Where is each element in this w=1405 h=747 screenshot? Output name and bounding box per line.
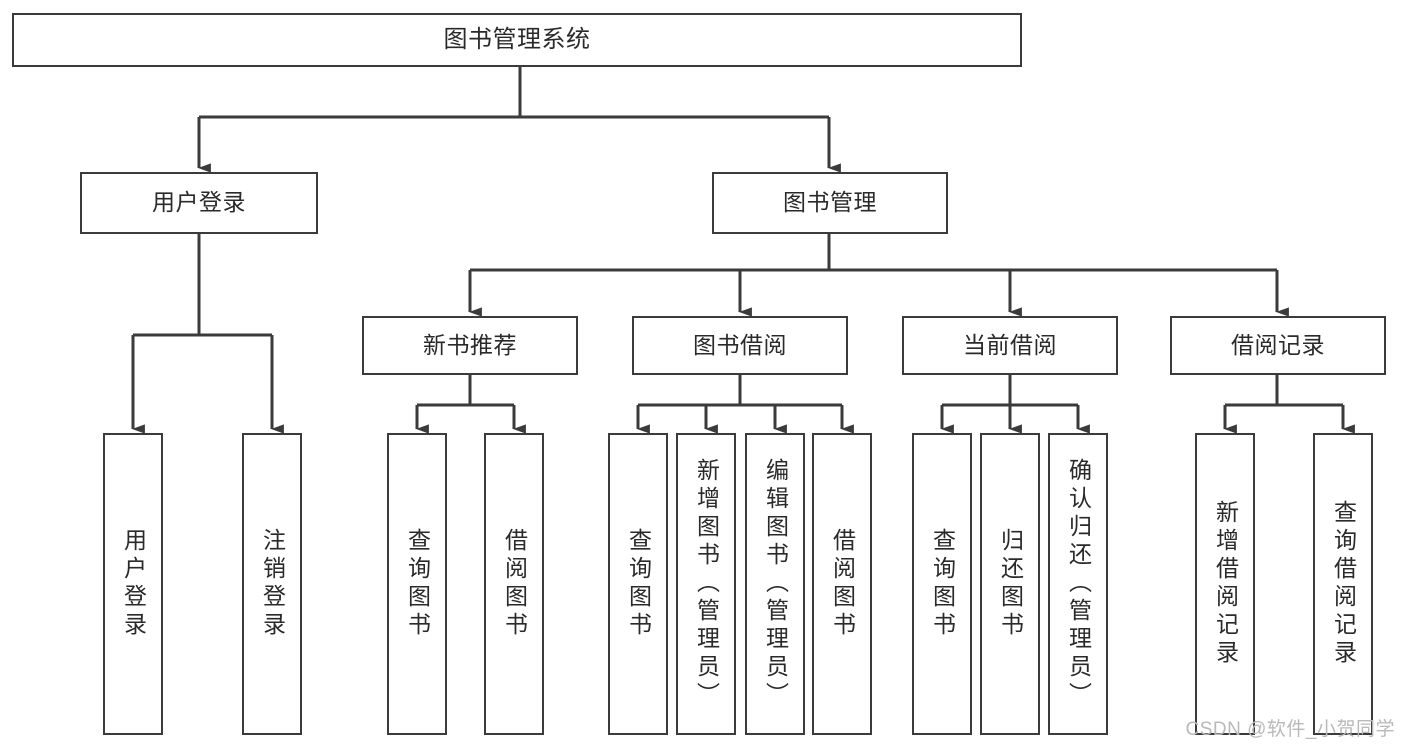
node-book-borrow[interactable]: 图书借阅 — [632, 316, 848, 375]
node-leaf-edit-book[interactable]: 编辑图书（管理员） — [745, 433, 805, 735]
node-book-manage-label: 图书管理 — [783, 189, 877, 216]
node-current-borrow[interactable]: 当前借阅 — [902, 316, 1118, 375]
node-leaf-add-record-label: 新增借阅记录 — [1212, 500, 1239, 668]
node-leaf-confirm-return-label: 确认归还（管理员） — [1065, 458, 1092, 710]
node-borrow-record[interactable]: 借阅记录 — [1170, 316, 1386, 375]
node-leaf-borrow-book-2[interactable]: 借阅图书 — [812, 433, 872, 735]
node-user-login[interactable]: 用户登录 — [80, 172, 318, 234]
node-user-login-label: 用户登录 — [152, 189, 246, 216]
node-leaf-add-book[interactable]: 新增图书（管理员） — [676, 433, 736, 735]
node-leaf-logout[interactable]: 注销登录 — [242, 433, 302, 735]
node-new-book-recommend-label: 新书推荐 — [423, 331, 517, 358]
node-leaf-confirm-return[interactable]: 确认归还（管理员） — [1048, 433, 1108, 735]
node-leaf-return-book-label: 归还图书 — [997, 528, 1024, 640]
node-leaf-logout-label: 注销登录 — [259, 528, 286, 640]
node-leaf-borrow-book-1[interactable]: 借阅图书 — [484, 433, 544, 735]
node-new-book-recommend[interactable]: 新书推荐 — [362, 316, 578, 375]
node-leaf-borrow-book-1-label: 借阅图书 — [501, 528, 528, 640]
node-leaf-borrow-book-2-label: 借阅图书 — [829, 528, 856, 640]
node-leaf-query-record-label: 查询借阅记录 — [1330, 500, 1357, 668]
node-book-manage[interactable]: 图书管理 — [712, 172, 948, 234]
node-book-borrow-label: 图书借阅 — [693, 331, 787, 358]
node-leaf-query-book-3[interactable]: 查询图书 — [912, 433, 972, 735]
node-leaf-return-book[interactable]: 归还图书 — [980, 433, 1040, 735]
node-current-borrow-label: 当前借阅 — [963, 331, 1057, 358]
node-leaf-user-login[interactable]: 用户登录 — [103, 433, 163, 735]
node-leaf-query-book-2[interactable]: 查询图书 — [608, 433, 668, 735]
node-leaf-query-book-2-label: 查询图书 — [625, 528, 652, 640]
node-leaf-add-record[interactable]: 新增借阅记录 — [1195, 433, 1255, 735]
node-leaf-query-record[interactable]: 查询借阅记录 — [1313, 433, 1373, 735]
node-root-label: 图书管理系统 — [443, 25, 591, 53]
node-root[interactable]: 图书管理系统 — [12, 13, 1022, 67]
node-borrow-record-label: 借阅记录 — [1231, 331, 1325, 358]
node-leaf-query-book-1-label: 查询图书 — [404, 528, 431, 640]
node-leaf-user-login-label: 用户登录 — [120, 528, 147, 640]
node-leaf-add-book-label: 新增图书（管理员） — [693, 458, 720, 710]
node-leaf-query-book-3-label: 查询图书 — [929, 528, 956, 640]
node-leaf-edit-book-label: 编辑图书（管理员） — [762, 458, 789, 710]
node-leaf-query-book-1[interactable]: 查询图书 — [387, 433, 447, 735]
